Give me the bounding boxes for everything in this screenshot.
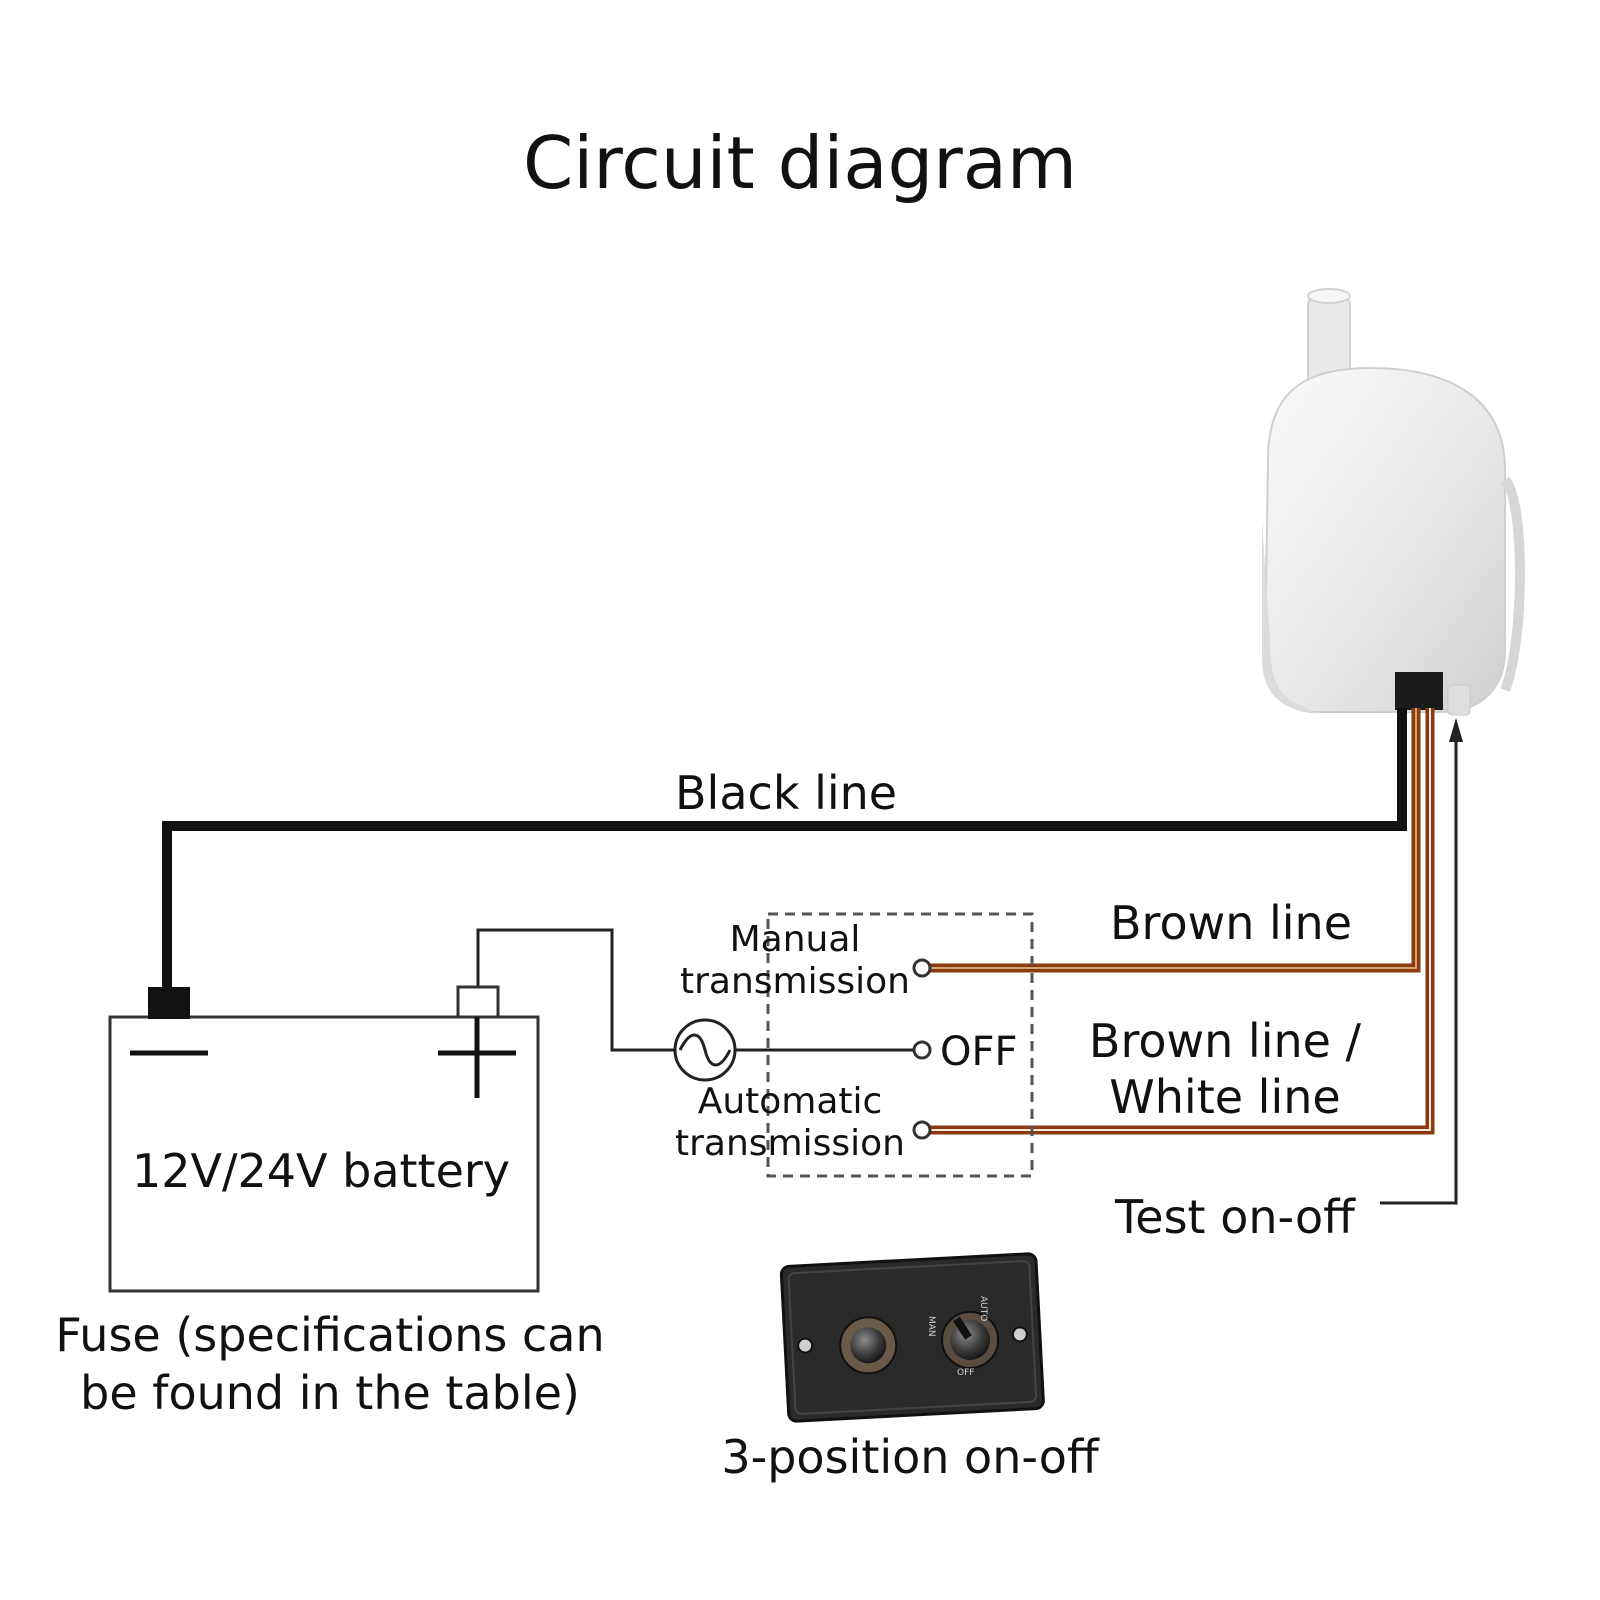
fuse-label-1: Fuse (specifications can	[55, 1308, 605, 1362]
battery-label: 12V/24V battery	[132, 1144, 511, 1198]
panel-auto-mark: AUTO	[978, 1296, 988, 1322]
automatic-label-1: Automatic	[697, 1081, 883, 1122]
panel-off-mark: OFF	[957, 1368, 975, 1378]
black-line-label: Black line	[675, 766, 898, 820]
diagram-title: Circuit diagram	[522, 121, 1078, 205]
brown-white-wire	[930, 708, 1435, 1135]
automatic-terminal	[912, 1120, 932, 1140]
black-wire	[162, 708, 1407, 988]
fuse-label-2: be found in the table)	[80, 1366, 580, 1420]
test-on-off-label: Test on-off	[1115, 1190, 1355, 1244]
manual-label-2: transmission	[680, 961, 910, 1002]
battery-icon	[108, 985, 540, 1293]
brown-white-line-label-1: Brown line /	[1088, 1014, 1362, 1068]
manual-terminal	[912, 958, 932, 978]
off-terminal	[912, 1040, 932, 1060]
switch-box	[766, 912, 1034, 1178]
brown-white-line-label-2: White line	[1109, 1070, 1341, 1124]
off-label: OFF	[940, 1029, 1018, 1075]
manual-label-1: Manual	[729, 919, 861, 960]
fuse-wire	[476, 928, 913, 1052]
panel-man-mark: MAN	[926, 1316, 936, 1337]
automatic-label-2: transmission	[675, 1123, 905, 1164]
three-position-label: 3-position on-off	[721, 1430, 1099, 1484]
brown-line-label: Brown line	[1110, 896, 1353, 950]
test-wire	[1380, 718, 1463, 1205]
fuse-icon	[673, 1018, 737, 1082]
switch-panel-icon	[779, 1252, 1045, 1423]
brown-wire	[930, 708, 1421, 973]
bilge-pump-icon	[1262, 288, 1525, 716]
